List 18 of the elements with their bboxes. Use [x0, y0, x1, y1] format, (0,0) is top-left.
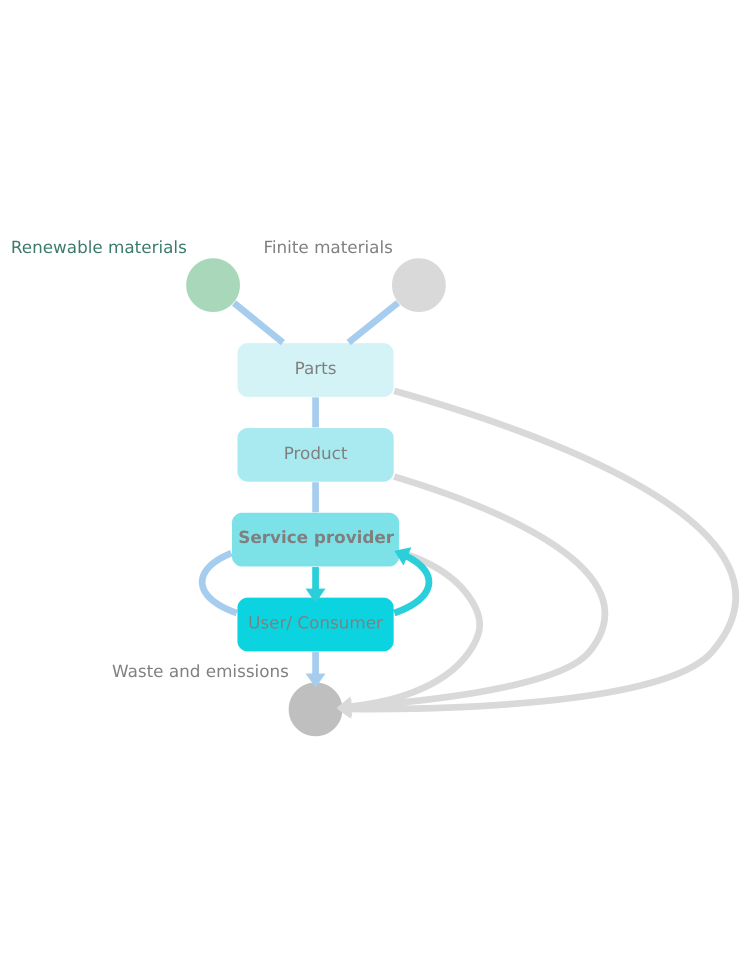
arrow	[393, 546, 432, 616]
connector	[232, 300, 286, 345]
node-circle	[288, 681, 344, 737]
node-label: Finite materials	[263, 236, 393, 256]
node-box: Service provider	[231, 511, 400, 567]
node-label: Renewable materials	[10, 236, 187, 256]
connector	[198, 550, 238, 616]
connector	[312, 482, 319, 512]
node-circle	[185, 256, 241, 312]
node-label: Waste and emissions	[112, 660, 289, 680]
connector	[312, 396, 319, 427]
node-box: User/ Consumer	[236, 596, 395, 652]
node-box: Product	[236, 426, 395, 482]
node-box: Parts	[236, 342, 395, 398]
connector	[346, 300, 400, 345]
node-circle	[391, 256, 447, 312]
arrow	[306, 566, 326, 602]
arrow	[306, 651, 326, 688]
